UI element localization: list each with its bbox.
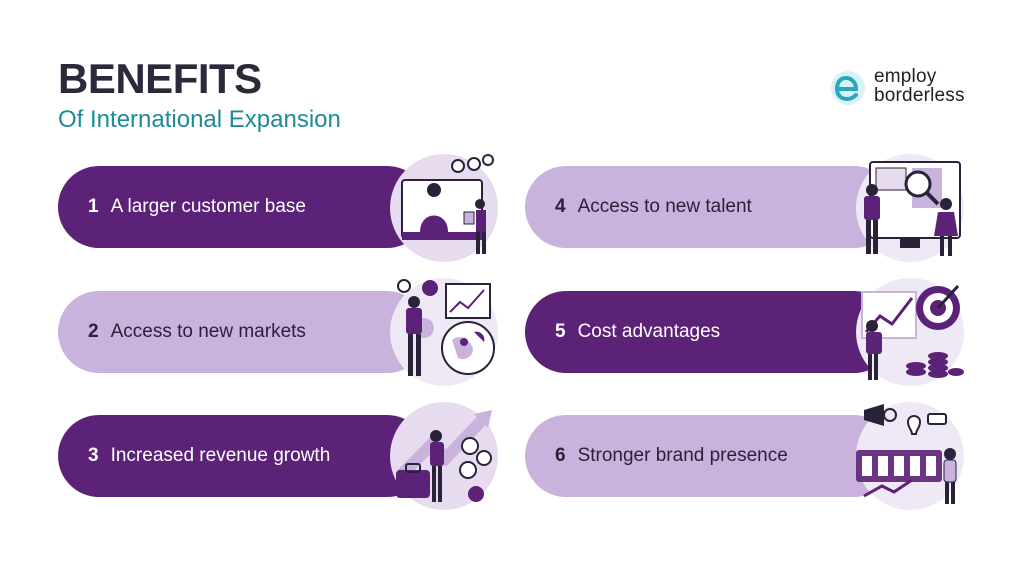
logo-line-1: employ	[874, 66, 937, 87]
logo-mark-icon	[831, 71, 865, 105]
globe-map-illustration-icon	[388, 276, 500, 388]
target-coins-illustration-icon	[854, 276, 966, 388]
benefit-item-4: 4 Access to new talent	[525, 166, 895, 248]
benefit-label: Stronger brand presence	[577, 445, 788, 466]
logo-wordmark: employ borderless	[874, 67, 965, 105]
logo: employ borderless	[828, 66, 978, 110]
video-call-illustration-icon	[388, 152, 500, 264]
benefit-label: Cost advantages	[577, 321, 721, 342]
page-subtitle: Of International Expansion	[58, 106, 341, 133]
benefit-item-1: 1 A larger customer base	[58, 166, 428, 248]
benefit-number: 2	[88, 321, 99, 342]
page-title: BENEFITS	[58, 55, 262, 102]
revenue-growth-illustration-icon	[388, 400, 500, 512]
benefit-item-5: 5 Cost advantages	[525, 291, 895, 373]
benefit-item-3: 3 Increased revenue growth	[58, 415, 428, 497]
benefit-label: A larger customer base	[110, 196, 306, 217]
benefit-label: Access to new talent	[577, 196, 752, 217]
benefit-number: 5	[555, 321, 566, 342]
benefit-number: 1	[88, 196, 99, 217]
brand-megaphone-illustration-icon	[854, 400, 966, 512]
benefit-number: 6	[555, 445, 566, 466]
logo-line-2: borderless	[874, 85, 965, 106]
benefit-number: 4	[555, 196, 566, 217]
talent-search-illustration-icon	[854, 152, 966, 264]
benefit-label: Increased revenue growth	[110, 445, 331, 466]
benefit-item-2: 2 Access to new markets	[58, 291, 428, 373]
benefit-number: 3	[88, 445, 99, 466]
benefit-item-6: 6 Stronger brand presence	[525, 415, 895, 497]
benefit-label: Access to new markets	[110, 321, 306, 342]
